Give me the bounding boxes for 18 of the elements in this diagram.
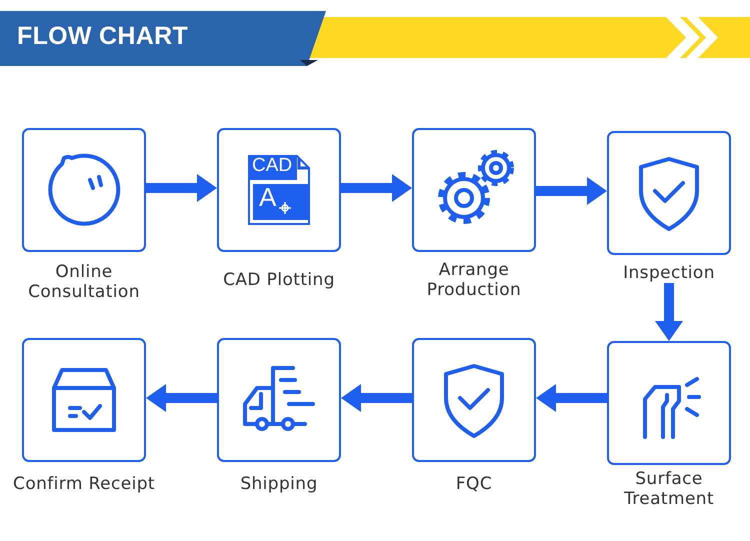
arrow [146,174,217,202]
step-label: Confirm Receipt [12,474,156,494]
step-label: CAD Plotting [222,270,336,290]
arrow [341,174,412,202]
step-label: Arrange Production [426,260,522,300]
arrow [341,384,412,412]
icon-label: CAD [252,156,292,175]
icon-label: A [259,184,276,210]
step-label: Online Consultation [27,262,141,302]
step-label: Inspection [622,263,716,283]
title: FLOW CHART [17,22,188,51]
arrow [536,177,607,205]
arrow [536,384,607,412]
step-label: FQC [454,474,494,494]
step-label: Surface Treatment [622,469,716,509]
arrow [146,384,217,412]
arrow [655,283,683,341]
step-label: Shipping [239,474,319,494]
